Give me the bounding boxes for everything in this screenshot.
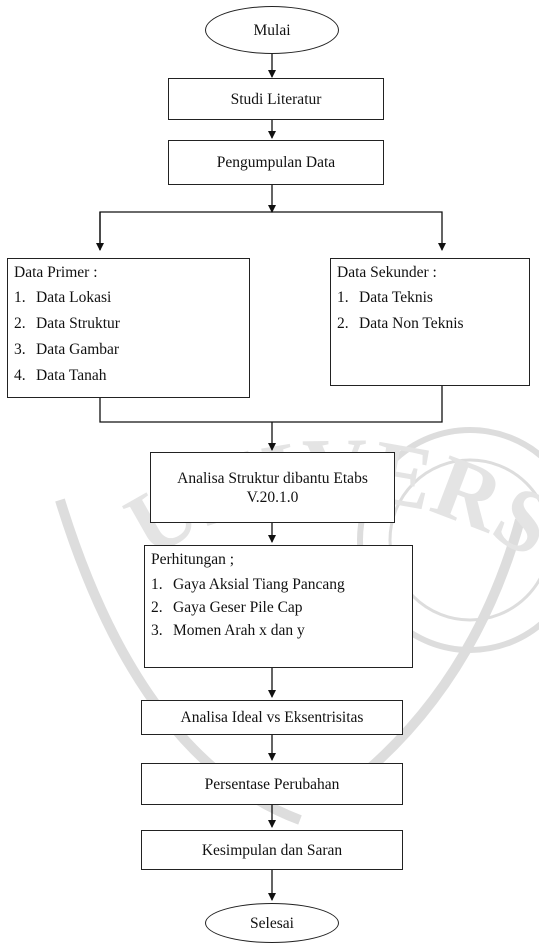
- list-item-number: 2.: [151, 599, 163, 616]
- list-item-text: Data Non Teknis: [359, 315, 464, 332]
- list-item-number: 2.: [337, 315, 349, 332]
- list-item: 1. Data Teknis: [337, 288, 523, 307]
- analisa-struktur-box: Analisa Struktur dibantu Etabs V.20.1.0: [150, 452, 395, 523]
- data-sekunder-list: 1. Data Teknis 2. Data Non Teknis: [337, 288, 523, 333]
- analisa-ideal-box: Analisa Ideal vs Eksentrisitas: [141, 700, 403, 735]
- persentase-label: Persentase Perubahan: [204, 775, 340, 793]
- list-item: 2. Gaya Geser Pile Cap: [151, 598, 406, 617]
- list-item: 4. Data Tanah: [14, 366, 243, 385]
- list-item-text: Gaya Aksial Tiang Pancang: [173, 576, 345, 593]
- list-item: 1. Data Lokasi: [14, 288, 243, 307]
- studi-literatur-box: Studi Literatur: [168, 78, 384, 120]
- data-sekunder-box: Data Sekunder : 1. Data Teknis 2. Data Non…: [330, 258, 530, 386]
- list-item: 2. Data Non Teknis: [337, 314, 523, 333]
- list-item: 3. Data Gambar: [14, 340, 243, 359]
- list-item-number: 4.: [14, 367, 26, 384]
- list-item-number: 1.: [337, 289, 349, 306]
- merge-connector: [99, 386, 443, 423]
- list-item-text: Data Tanah: [36, 367, 107, 384]
- list-item-text: Data Struktur: [36, 315, 120, 332]
- analisa-ideal-label: Analisa Ideal vs Eksentrisitas: [180, 709, 364, 726]
- data-sekunder-title: Data Sekunder :: [337, 264, 437, 281]
- list-item: 2. Data Struktur: [14, 314, 243, 333]
- persentase-box: Persentase Perubahan: [141, 763, 403, 805]
- end-label: Selesai: [250, 914, 294, 932]
- analisa-struktur-label: Analisa Struktur dibantu Etabs V.20.1.0: [177, 469, 368, 506]
- list-item-number: 3.: [14, 341, 26, 358]
- data-primer-title: Data Primer :: [14, 264, 98, 281]
- list-item-text: Data Lokasi: [36, 289, 112, 306]
- list-item-text: Data Gambar: [36, 341, 120, 358]
- list-item-text: Data Teknis: [359, 289, 433, 306]
- perhitungan-box: Perhitungan ; 1. Gaya Aksial Tiang Pancan…: [144, 545, 413, 668]
- data-primer-list: 1. Data Lokasi 2. Data Struktur 3. Data Gam…: [14, 288, 243, 385]
- list-item-number: 1.: [151, 576, 163, 593]
- list-item-text: Gaya Geser Pile Cap: [173, 599, 303, 616]
- pengumpulan-data-label: Pengumpulan Data: [216, 154, 336, 171]
- list-item-number: 1.: [14, 289, 26, 306]
- perhitungan-title: Perhitungan ;: [151, 551, 235, 568]
- data-primer-box: Data Primer : 1. Data Lokasi 2. Data Struk…: [7, 258, 250, 398]
- branch-connector: [99, 211, 446, 251]
- studi-literatur-label: Studi Literatur: [230, 90, 322, 108]
- kesimpulan-box: Kesimpulan dan Saran: [141, 830, 403, 870]
- list-item-number: 3.: [151, 622, 163, 639]
- start-terminal: Mulai: [205, 6, 339, 54]
- list-item: 1. Gaya Aksial Tiang Pancang: [151, 575, 406, 594]
- list-item: 3. Momen Arah x dan y: [151, 621, 406, 640]
- perhitungan-list: 1. Gaya Aksial Tiang Pancang 2. Gaya Geser…: [151, 575, 406, 640]
- pengumpulan-data-box: Pengumpulan Data: [168, 140, 384, 185]
- list-item-number: 2.: [14, 315, 26, 332]
- list-item-text: Momen Arah x dan y: [173, 622, 305, 639]
- kesimpulan-label: Kesimpulan dan Saran: [201, 841, 343, 859]
- end-terminal: Selesai: [205, 903, 339, 943]
- start-label: Mulai: [253, 21, 291, 39]
